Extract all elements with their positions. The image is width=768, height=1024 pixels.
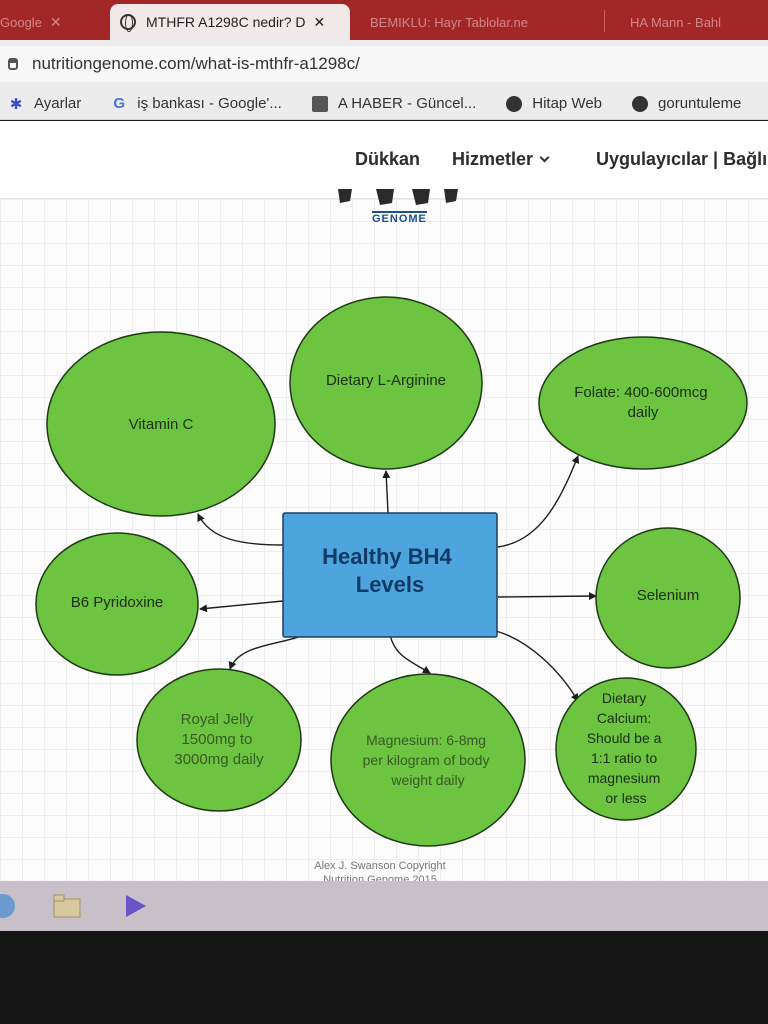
arrow-b6 xyxy=(199,600,284,613)
node-l-arginine xyxy=(289,296,483,470)
logo-text: GENOME xyxy=(372,211,427,225)
globe-icon xyxy=(632,95,649,112)
logo-icon xyxy=(338,189,458,205)
gear-icon: ✱ xyxy=(9,95,23,113)
news-icon xyxy=(311,95,328,112)
center-label: Healthy BH4 Levels xyxy=(322,544,458,597)
node-healthy-bh4 xyxy=(282,512,498,638)
node-calcium xyxy=(555,677,697,821)
bookmark-label: goruntuleme xyxy=(658,95,742,112)
media-player-icon[interactable] xyxy=(120,891,150,921)
monitor-bezel xyxy=(0,931,768,1024)
tab-label: Google xyxy=(0,14,42,30)
google-icon: G xyxy=(113,95,126,112)
node-label: Vitamin C xyxy=(129,416,194,433)
node-folate xyxy=(538,336,748,470)
node-label: B6 Pyridoxine xyxy=(71,594,164,611)
bookmark-is-bankasi[interactable]: G iş bankası - Google'... xyxy=(111,95,282,112)
arrow-vitamin-c xyxy=(197,513,284,546)
folder-icon[interactable] xyxy=(52,891,82,921)
node-vitamin-c xyxy=(46,331,276,517)
node-magnesium xyxy=(330,673,526,847)
credit-line: Nutrition Genome 2015 xyxy=(323,874,437,881)
tab-mthfr[interactable]: MTHFR A1298C nedir? D ✕ xyxy=(110,4,350,40)
nav-label: Hizmetler xyxy=(452,149,534,169)
node-b6 xyxy=(35,532,199,676)
tab-bar: Google ✕ MTHFR A1298C nedir? D ✕ BEMIKLU… xyxy=(0,0,768,40)
bookmark-label: iş bankası - Google'... xyxy=(137,95,282,112)
node-label: Magnesium: 6-8mg per kilogram of body we… xyxy=(363,732,494,788)
tab-label: MTHFR A1298C nedir? D xyxy=(146,14,306,30)
bookmarks-bar: ✱ Ayarlar G iş bankası - Google'... A HA… xyxy=(0,88,768,120)
arrow-royal-jelly xyxy=(228,632,311,670)
bookmark-hitap-web[interactable]: Hitap Web xyxy=(506,95,602,112)
node-selenium xyxy=(595,527,741,669)
globe-icon xyxy=(120,14,136,32)
arrow-calcium xyxy=(495,630,579,702)
bookmark-a-haber[interactable]: A HABER - Güncel... xyxy=(311,95,477,112)
node-label: Folate: 400-600mcg daily xyxy=(574,384,712,421)
bookmark-goruntuleme[interactable]: goruntuleme xyxy=(632,95,741,112)
site-nav: Dükkan Hizmetler Uygulayıcılar | Bağlı xyxy=(0,121,768,199)
close-icon[interactable]: ✕ xyxy=(49,13,62,30)
globe-icon xyxy=(506,95,523,112)
arrow-magnesium xyxy=(389,634,431,674)
arrow-selenium xyxy=(497,592,597,601)
tab-other[interactable]: HA Mann - Bahl xyxy=(620,4,768,40)
close-icon[interactable]: ✕ xyxy=(313,13,326,30)
nav-practitioners[interactable]: Uygulayıcılar | Bağlı xyxy=(596,149,768,169)
bookmark-label: A HABER - Güncel... xyxy=(337,95,477,112)
node-label: Dietary Calcium: Should be a 1:1 ratio t… xyxy=(587,690,666,806)
tab-label: BEMIKLU: Hayr Tablolar.ne xyxy=(370,14,528,30)
bookmark-label: Ayarlar xyxy=(34,95,82,112)
tab-bemiklu[interactable]: BEMIKLU: Hayr Tablolar.ne xyxy=(360,4,600,40)
nav-services[interactable]: Hizmetler xyxy=(452,149,550,170)
url-field[interactable]: nutritiongenome.com/what-is-mthfr-a1298c… xyxy=(0,46,768,82)
app-icon[interactable] xyxy=(0,891,18,921)
arrow-l-arginine xyxy=(382,470,391,514)
lock-icon xyxy=(8,58,18,70)
node-royal-jelly xyxy=(136,668,302,812)
url-text: nutritiongenome.com/what-is-mthfr-a1298c… xyxy=(32,54,360,73)
web-page: Dükkan Hizmetler Uygulayıcılar | Bağlı G… xyxy=(0,121,768,881)
node-label: Selenium xyxy=(637,587,700,604)
tab-label: HA Mann - Bahl xyxy=(630,14,722,30)
copyright-credit: Alex J. Swanson Copyright Nutrition Geno… xyxy=(230,859,530,881)
tab-google[interactable]: Google ✕ xyxy=(0,4,95,40)
nav-shop[interactable]: Dükkan xyxy=(355,149,421,169)
bookmark-ayarlar[interactable]: ✱ Ayarlar xyxy=(8,95,82,113)
arrow-folate xyxy=(497,455,580,548)
bookmark-label: Hitap Web xyxy=(532,95,603,112)
tab-separator xyxy=(604,10,605,32)
credit-line: Alex J. Swanson Copyright xyxy=(314,860,446,872)
node-label: Dietary L-Arginine xyxy=(326,372,446,389)
taskbar xyxy=(0,881,768,931)
address-bar: nutritiongenome.com/what-is-mthfr-a1298c… xyxy=(0,40,768,88)
bh4-diagram: Vitamin C Dietary L-Arginine Folate: 400… xyxy=(35,296,748,847)
node-label: Royal Jelly 1500mg to 3000mg daily xyxy=(174,711,264,768)
